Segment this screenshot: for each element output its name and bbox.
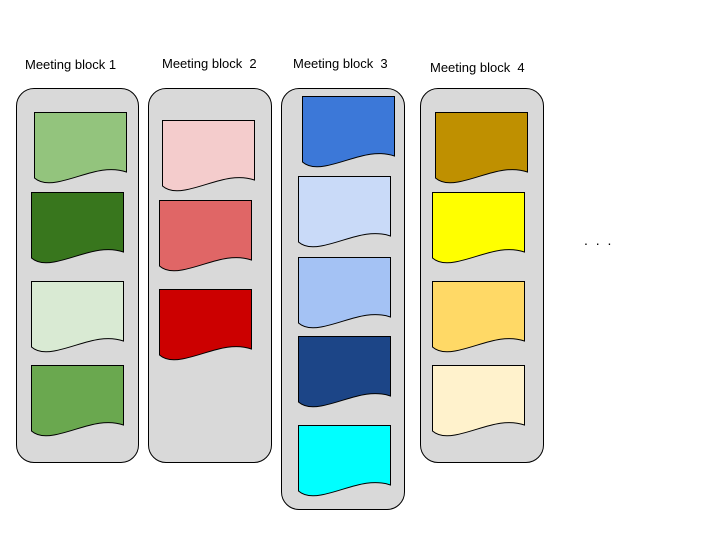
more-blocks-ellipsis: . . . [584,232,614,248]
document-shape [432,365,525,437]
block-2-label: Meeting block 2 [162,56,257,71]
document-shape [298,257,391,329]
document-shape [159,200,252,272]
document-shape [298,176,391,248]
block-4-label: Meeting block 4 [430,60,525,75]
document-shape [31,192,124,264]
document-shape [435,112,528,184]
block-1-label: Meeting block 1 [25,57,117,72]
document-shape [432,192,525,264]
document-shape [162,120,255,192]
document-shape [159,289,252,361]
document-shape [432,281,525,353]
document-shape [298,425,391,497]
document-shape [298,336,391,408]
block-3-label: Meeting block 3 [293,56,388,71]
document-shape [302,96,395,168]
document-shape [31,365,124,437]
document-shape [31,281,124,353]
document-shape [34,112,127,184]
